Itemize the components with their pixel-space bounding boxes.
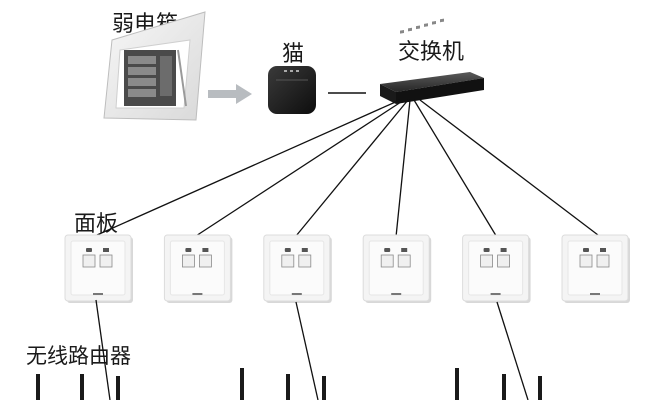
router-1-antenna-left — [36, 374, 40, 400]
phone-socket-icon — [380, 254, 394, 268]
router-2-antenna-left — [240, 368, 244, 400]
router-2-antenna-right — [322, 376, 326, 400]
router-cable-3 — [496, 301, 529, 400]
modem-label: 猫 — [282, 42, 305, 67]
panel-label: 面板 — [74, 212, 119, 237]
network-socket-icon — [298, 254, 312, 268]
network-socket-icon — [397, 254, 411, 268]
arrow-icon — [208, 84, 252, 104]
network-socket-icon — [99, 254, 113, 268]
router-2-antenna-middle — [286, 374, 290, 400]
switch-line-5 — [413, 99, 497, 236]
switch-line-6 — [419, 99, 599, 236]
switch-icon — [380, 18, 484, 104]
network-socket-icon — [497, 254, 511, 268]
router-3-antenna-right — [538, 376, 542, 400]
panel-group — [64, 234, 630, 303]
wall-panel-6 — [561, 234, 630, 303]
phone-socket-icon — [480, 254, 494, 268]
phone-socket-icon — [281, 254, 295, 268]
phone-socket-icon — [181, 254, 195, 268]
switch-line-4 — [395, 99, 411, 236]
wall-panel-2 — [163, 234, 233, 303]
router-3-antenna-middle — [502, 374, 506, 400]
switch-label: 交换机 — [398, 40, 465, 65]
switch-line-2 — [197, 99, 405, 236]
router-1-antenna-right — [116, 376, 120, 400]
network-socket-icon — [198, 254, 212, 268]
switch-panel-links — [96, 99, 599, 236]
router-cable-2 — [295, 301, 319, 400]
phone-socket-icon — [579, 254, 593, 268]
switch-line-1 — [96, 99, 401, 236]
wall-panel-1 — [64, 234, 133, 303]
router-label: 无线路由器 — [26, 344, 131, 368]
router-1-antenna-middle — [80, 374, 84, 400]
router-cable-1 — [95, 299, 111, 400]
network-socket-icon — [596, 254, 610, 268]
wall-panel-4 — [362, 234, 432, 303]
panel-router-links — [95, 299, 529, 400]
switch-line-3 — [296, 99, 409, 236]
wall-panel-5 — [462, 234, 531, 303]
router-antennas — [36, 368, 542, 400]
phone-socket-icon — [82, 254, 96, 268]
weak-box-icon — [103, 11, 206, 121]
wall-panel-3 — [263, 234, 332, 303]
router-3-antenna-left — [455, 368, 459, 400]
modem-icon — [268, 66, 316, 114]
